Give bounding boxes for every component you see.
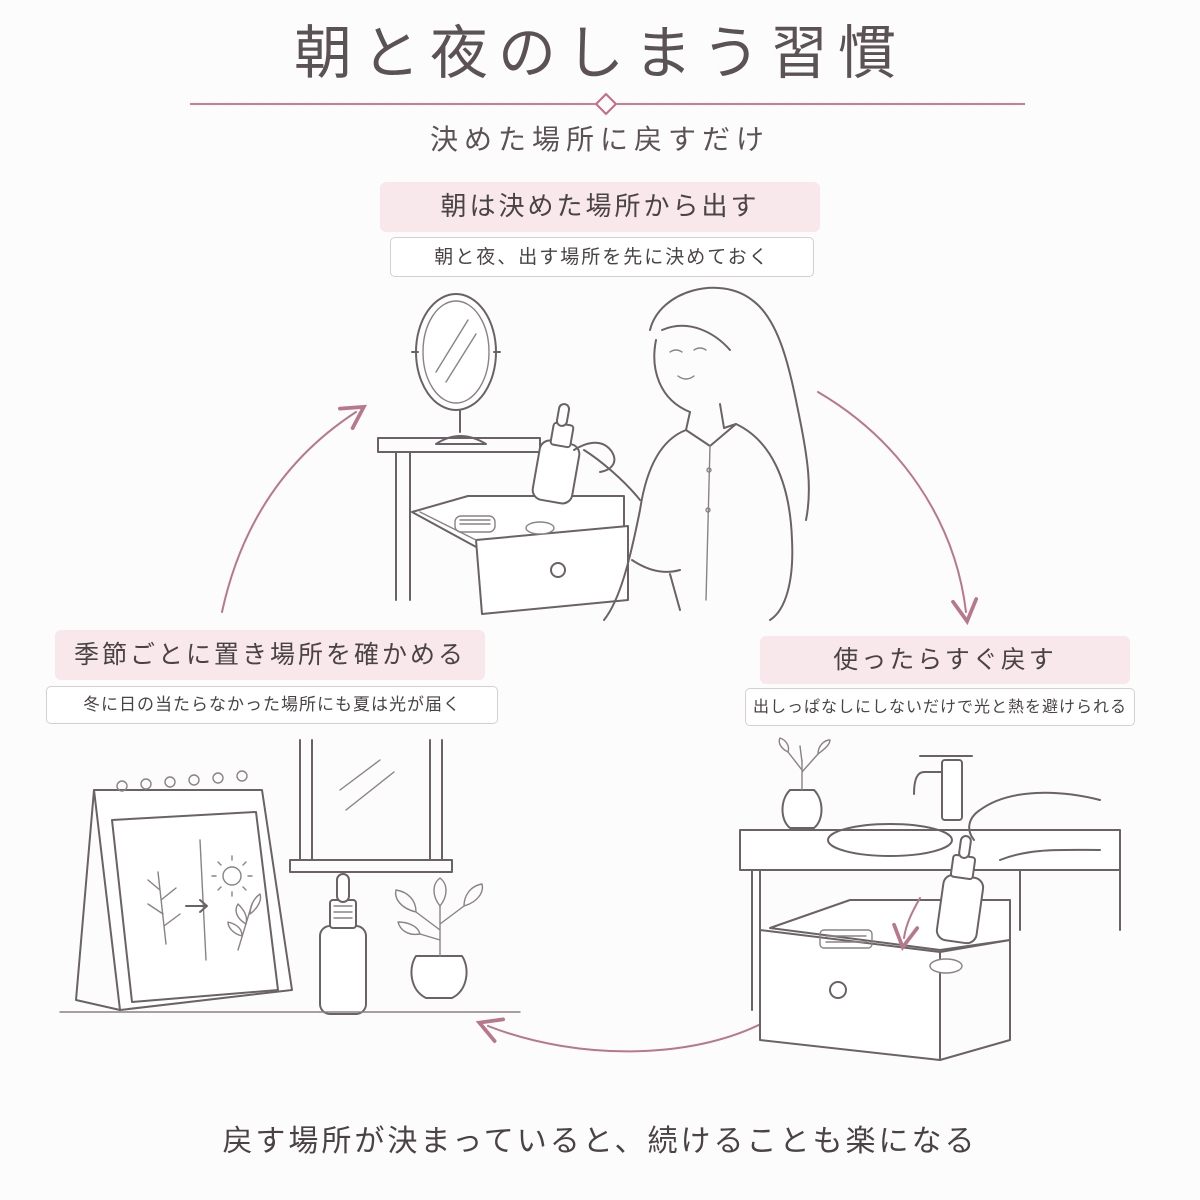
- page-subtitle: 決めた場所に戻すだけ: [429, 123, 770, 156]
- sink-scene: [739, 737, 1121, 1061]
- season-scene: [59, 739, 521, 1015]
- step-season-caption: 冬に日の当たらなかった場所にも夏は光が届く: [46, 686, 498, 724]
- dropper-bottle-icon: [319, 873, 367, 1015]
- step-morning-caption: 朝と夜、出す場所を先に決めておく: [390, 237, 814, 277]
- drawer-icon: [411, 495, 629, 615]
- vanity-scene: [377, 286, 810, 621]
- window-icon: [289, 739, 453, 873]
- faucet-icon: [913, 755, 973, 821]
- plant-icon: [778, 737, 831, 829]
- footer-message: 戻す場所が決まっていると、続けることも楽になる: [222, 1124, 978, 1159]
- plant-icon: [394, 877, 484, 999]
- sun-icon: [211, 855, 253, 897]
- cycle-arrow-icon: [221, 404, 368, 613]
- page-title: 朝と夜のしまう習慣: [293, 19, 906, 87]
- cycle-arrow-icon: [817, 391, 979, 626]
- step-return-title: 使ったらすぐ戻す: [760, 636, 1130, 684]
- cycle-arrow-icon: [475, 1017, 773, 1053]
- dropper-bottle-icon: [531, 403, 616, 505]
- woman-figure: [583, 286, 810, 621]
- mirror-icon: [411, 293, 501, 445]
- step-morning-title: 朝は決めた場所から出す: [380, 182, 820, 232]
- calendar-icon: [75, 770, 293, 1011]
- dropper-bottle-icon: [935, 835, 985, 945]
- step-season-title: 季節ごとに置き場所を確かめる: [55, 630, 485, 680]
- step-return-caption: 出しっぱなしにしないだけで光と熱を避けられる: [745, 688, 1135, 726]
